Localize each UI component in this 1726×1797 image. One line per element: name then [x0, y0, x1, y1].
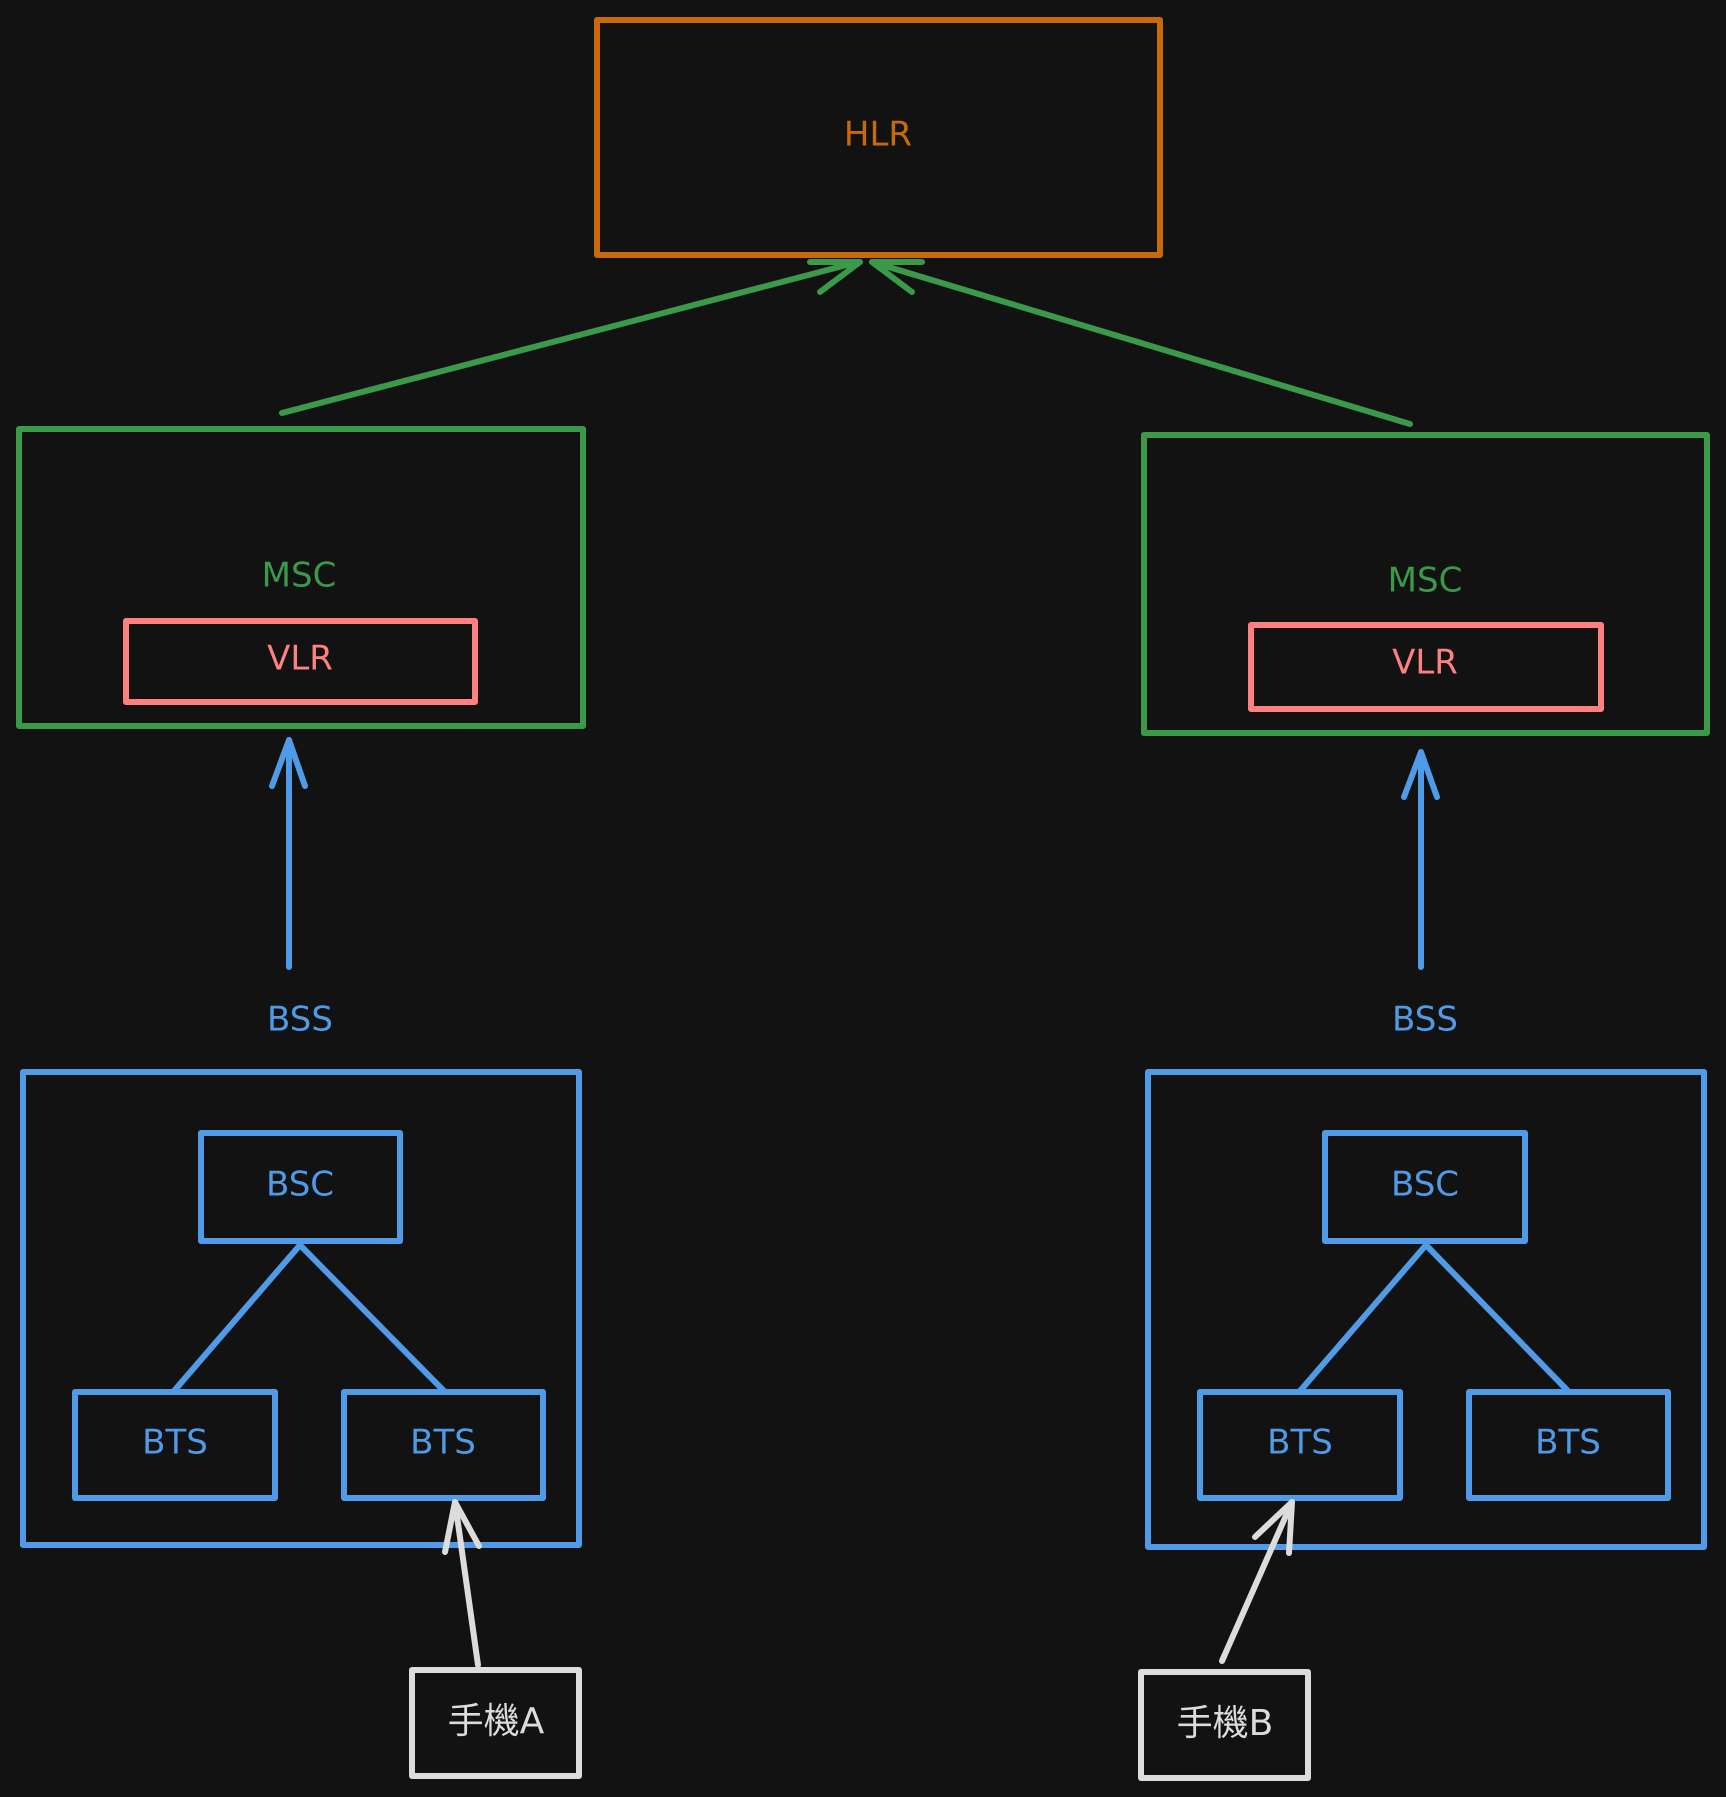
phone-a-box [409, 1667, 582, 1779]
edge-phone-a-to-bts-left-2 [442, 1499, 482, 1668]
edge-bsc-left-to-bts-left-1 [171, 1242, 303, 1394]
arrowhead-icon [269, 737, 308, 789]
edge-bsc-left-to-bts-left-2 [297, 1242, 447, 1394]
hlr-label: HLR [844, 115, 912, 155]
bsc-right-box [1322, 1130, 1528, 1244]
hlr-node: HLR [594, 17, 1163, 258]
edge-phone-b-to-bts-right-1 [1219, 1499, 1295, 1664]
bts-right-1-label: BTS [1267, 1423, 1333, 1463]
edge-bss-left-to-vlr-left [269, 737, 308, 970]
msc-right-node: MSC VLR [1141, 432, 1710, 736]
vlr-right-label: VLR [1392, 643, 1458, 683]
bss-left-label: BSS [267, 1000, 333, 1040]
bts-left-2-box [341, 1389, 546, 1501]
msc-right-box [1141, 432, 1710, 736]
arrowhead-icon [807, 259, 863, 295]
edge-line [1219, 1499, 1295, 1664]
phone-b-label: 手機B [1177, 1703, 1274, 1744]
bsc-left-box [198, 1130, 403, 1244]
bss-right-box [1145, 1069, 1707, 1550]
edge-bss-right-to-vlr-right [1401, 749, 1440, 970]
vlr-left-label: VLR [267, 639, 333, 679]
vlr-right-box [1248, 622, 1604, 712]
bss-left-group: BSS BSC BTS BTS [20, 1000, 582, 1548]
phone-a-label: 手機A [448, 1701, 545, 1742]
arrowhead-icon [869, 259, 925, 295]
edge-msc-left-to-hlr [279, 259, 863, 416]
arrowhead-icon [442, 1499, 482, 1555]
bts-left-1-box [72, 1389, 278, 1501]
edge-bsc-right-to-bts-right-1 [1297, 1242, 1429, 1394]
edge-bsc-right-to-bts-right-2 [1423, 1242, 1571, 1394]
edge-line [869, 259, 1413, 427]
bss-left-box [20, 1069, 582, 1548]
bss-right-group: BSS BSC BTS BTS [1145, 1000, 1707, 1550]
phone-a-node: 手機A [409, 1667, 582, 1779]
arrowhead-icon [1401, 749, 1440, 800]
edge-msc-right-to-hlr [869, 259, 1413, 427]
vlr-left-box [123, 618, 478, 705]
bts-right-2-box [1466, 1389, 1671, 1501]
edge-line [279, 259, 861, 416]
phone-b-node: 手機B [1138, 1669, 1311, 1781]
bsc-left-label: BSC [266, 1165, 334, 1205]
msc-left-label: MSC [262, 556, 337, 596]
bts-left-2-label: BTS [410, 1423, 476, 1463]
bsc-right-label: BSC [1391, 1165, 1459, 1205]
arrowhead-icon [1252, 1499, 1295, 1556]
hlr-box [594, 17, 1163, 258]
msc-right-label: MSC [1388, 561, 1463, 601]
phone-b-box [1138, 1669, 1311, 1781]
edge-line [452, 1499, 481, 1668]
bts-left-1-label: BTS [142, 1423, 208, 1463]
msc-left-node: MSC VLR [16, 426, 586, 729]
msc-left-box [16, 426, 586, 729]
bss-right-label: BSS [1392, 1000, 1458, 1040]
bts-right-2-label: BTS [1535, 1423, 1601, 1463]
bts-right-1-box [1197, 1389, 1403, 1501]
